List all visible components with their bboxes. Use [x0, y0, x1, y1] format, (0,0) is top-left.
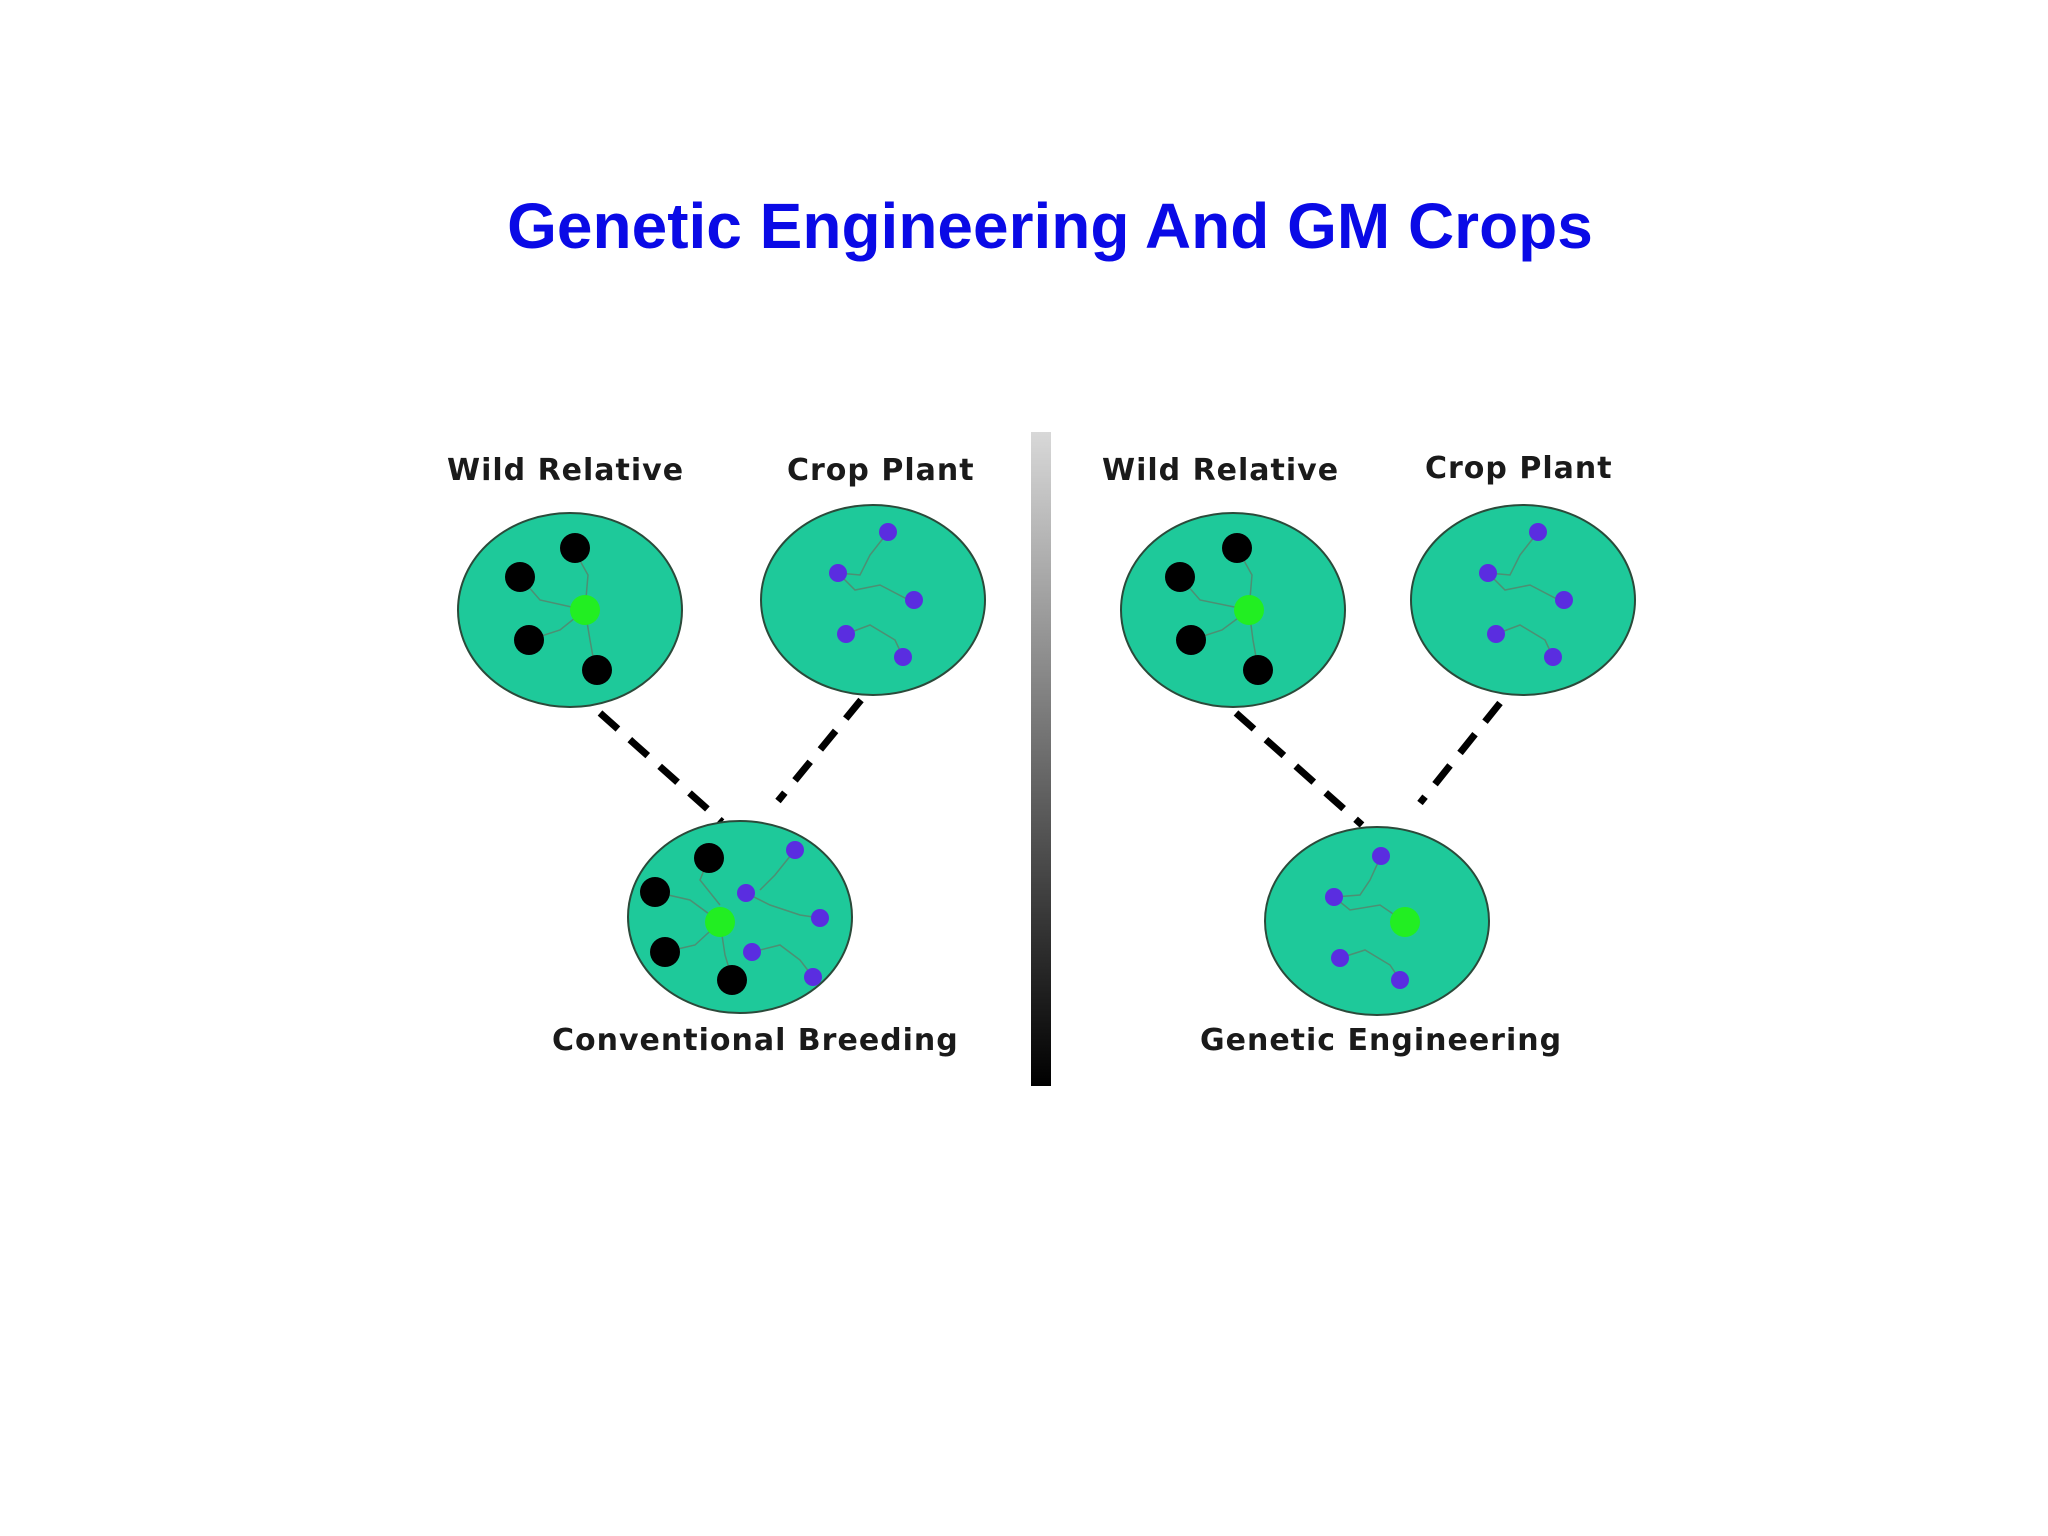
gene-purple	[1325, 888, 1343, 906]
gene-purple	[1555, 591, 1573, 609]
gene-black	[694, 843, 724, 873]
label-right-crop-plant: Crop Plant	[1425, 451, 1613, 486]
cell-right-crop-plant	[1410, 504, 1636, 696]
gene-black	[650, 937, 680, 967]
gene-black	[582, 655, 612, 685]
cell-conventional-breeding	[627, 820, 853, 1014]
label-left-crop-plant: Crop Plant	[787, 453, 975, 488]
cell-left-wild-relative	[457, 512, 683, 708]
gene-purple	[1529, 523, 1547, 541]
connector-left-crop	[775, 697, 864, 804]
connector-right-wild	[1233, 710, 1365, 828]
gene-purple	[811, 909, 829, 927]
gene-purple	[1391, 971, 1409, 989]
gene-purple	[1544, 648, 1562, 666]
gene-black	[640, 877, 670, 907]
gene-purple	[829, 564, 847, 582]
gene-black	[560, 533, 590, 563]
gene-purple	[1372, 847, 1390, 865]
gene-purple	[1479, 564, 1497, 582]
gene-black	[1165, 562, 1195, 592]
gene-purple	[894, 648, 912, 666]
label-conventional-breeding: Conventional Breeding	[552, 1023, 959, 1058]
gene-black	[1222, 533, 1252, 563]
gene-purple	[879, 523, 897, 541]
gene-black	[1176, 625, 1206, 655]
gene-purple	[1331, 949, 1349, 967]
gene-target	[1234, 595, 1264, 625]
slide-title: Genetic Engineering And GM Crops	[507, 190, 1593, 262]
connector-left-wild	[597, 710, 725, 825]
gene-target	[570, 595, 600, 625]
panel-divider	[1031, 432, 1051, 1086]
gene-black	[514, 625, 544, 655]
cell-left-crop-plant	[760, 504, 986, 696]
gene-purple	[737, 884, 755, 902]
gene-purple	[905, 591, 923, 609]
label-right-wild-relative: Wild Relative	[1102, 453, 1339, 488]
cell-genetic-engineering	[1264, 826, 1490, 1016]
label-left-wild-relative: Wild Relative	[447, 453, 684, 488]
cell-right-wild-relative	[1120, 512, 1346, 708]
label-genetic-engineering: Genetic Engineering	[1200, 1023, 1562, 1058]
gene-black	[505, 562, 535, 592]
gene-purple	[743, 943, 761, 961]
gene-black	[1243, 655, 1273, 685]
gene-black	[717, 965, 747, 995]
gene-purple	[837, 625, 855, 643]
gene-target	[705, 907, 735, 937]
connector-right-crop	[1417, 700, 1503, 806]
gene-purple	[786, 841, 804, 859]
gene-target	[1390, 907, 1420, 937]
gene-purple	[1487, 625, 1505, 643]
gene-purple	[804, 968, 822, 986]
